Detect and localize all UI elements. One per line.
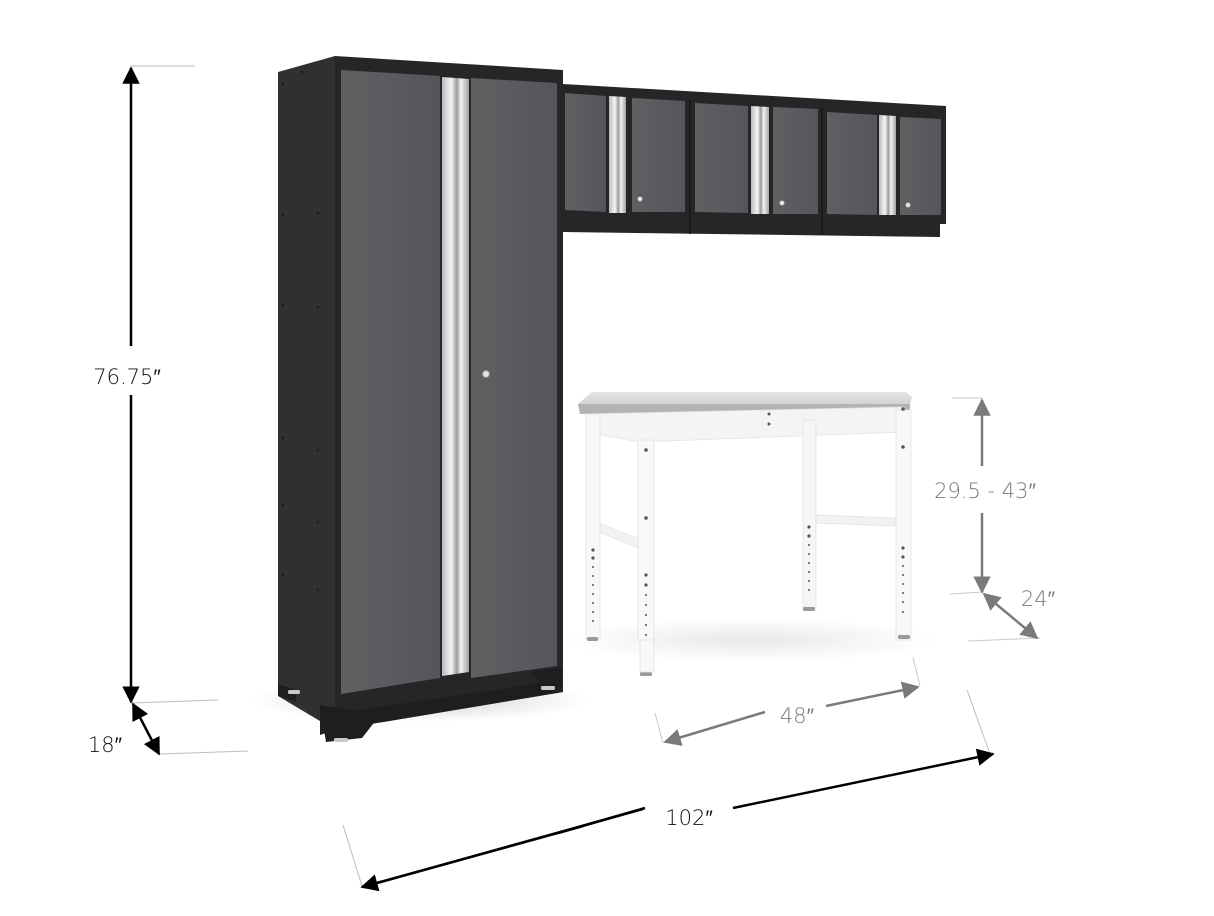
- wall-cabinet-3: [827, 112, 941, 215]
- workbench-width-label: 48″: [780, 704, 815, 728]
- workbench-depth-label: 24″: [1021, 587, 1056, 611]
- tall-cabinet-handle: [442, 77, 469, 676]
- tall-cabinet-leg-front-right: [530, 668, 562, 692]
- wall-cabinet-1: [565, 93, 685, 213]
- tall-cabinet-side: [278, 56, 335, 730]
- dimension-overall-height: 76.75″: [93, 65, 219, 704]
- wall-cabinets: [563, 84, 946, 237]
- dimension-workbench-width: 48″: [654, 656, 921, 746]
- dimension-overall-width: 102″: [342, 689, 995, 892]
- overall-width-label: 102″: [665, 806, 713, 830]
- dimension-workbench-depth: 24″: [967, 587, 1056, 642]
- tall-cabinet-left-door: [341, 70, 440, 694]
- cabinet-depth-label: 18″: [88, 733, 123, 757]
- tall-cabinet-right-door: [471, 78, 557, 678]
- tall-cabinet: [250, 56, 590, 742]
- workbench-leg-back-left: [585, 413, 601, 640]
- workbench-leg-front-left: [637, 439, 655, 641]
- dimension-cabinet-depth: 18″: [88, 702, 249, 757]
- workbench-height-label: 29.5 - 43″: [934, 479, 1036, 503]
- wall-cabinet-2: [695, 103, 818, 214]
- workbench-leg-front-right: [895, 409, 912, 641]
- dimension-workbench-height: 29.5 - 43″: [934, 397, 1036, 595]
- workbench: [560, 392, 940, 676]
- overall-height-label: 76.75″: [93, 365, 161, 389]
- tall-cabinet-leg-front-left: [320, 705, 380, 742]
- lock-icon: [482, 370, 490, 378]
